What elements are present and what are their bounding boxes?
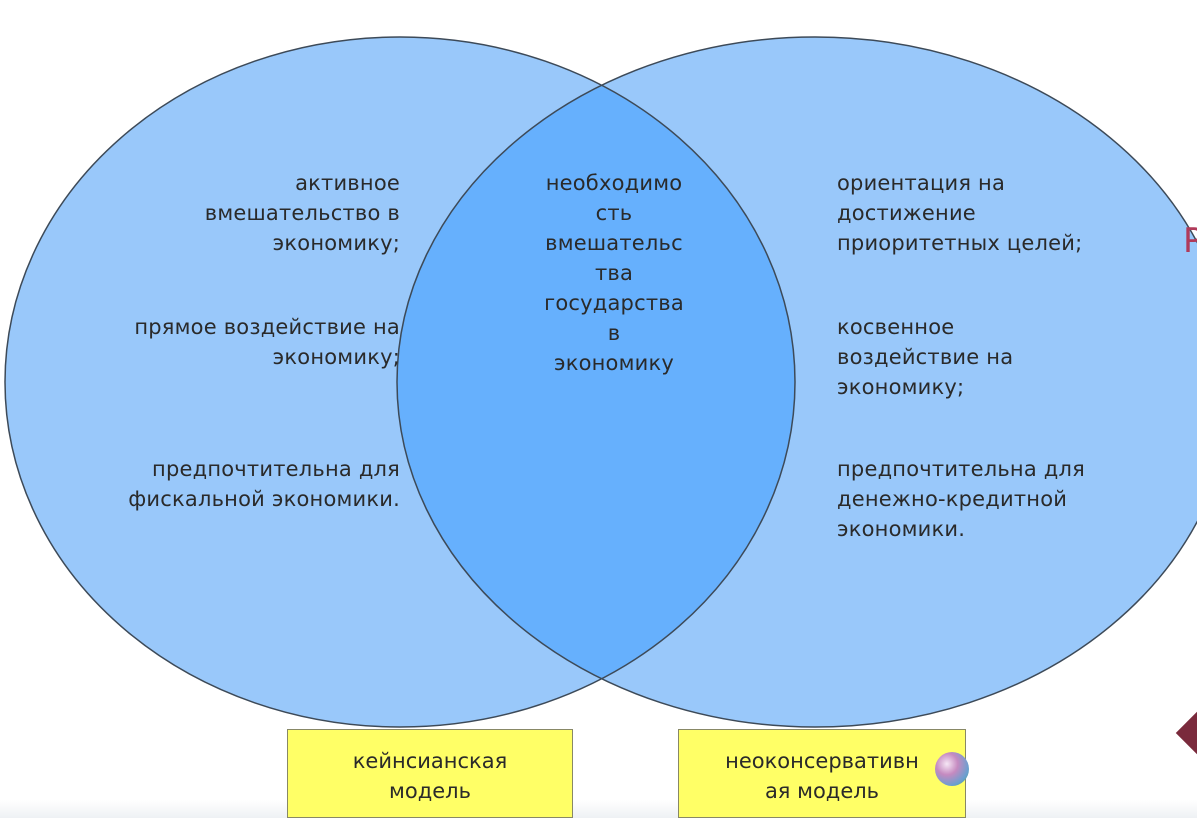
intersection-text: необходимо сть вмешательс тва государств… bbox=[544, 171, 684, 375]
right-item-3: предпочтительна для денежно-кредитной эк… bbox=[837, 457, 1085, 541]
neoconservative-model-label: неоконсервативн ая модель bbox=[678, 729, 966, 818]
left-circle-outline bbox=[4, 36, 796, 728]
left-item-1: активное вмешательство в экономику; bbox=[204, 171, 400, 255]
right-circle-outline bbox=[396, 36, 1197, 728]
orb-icon bbox=[935, 752, 969, 786]
intersection-region bbox=[397, 37, 795, 727]
left-item-2: прямое воздействие на экономику; bbox=[134, 315, 400, 369]
bottom-strip bbox=[0, 800, 1197, 818]
left-item-3: предпочтительна для фискальной экономики… bbox=[128, 457, 400, 511]
right-item-1: ориентация на достижение приоритетных це… bbox=[837, 171, 1083, 255]
right-item-2: косвенное воздействие на экономику; bbox=[837, 315, 1014, 399]
edge-letter-fragment: Р bbox=[1183, 221, 1197, 261]
keynesian-model-label: кейнсианская модель bbox=[287, 729, 573, 818]
